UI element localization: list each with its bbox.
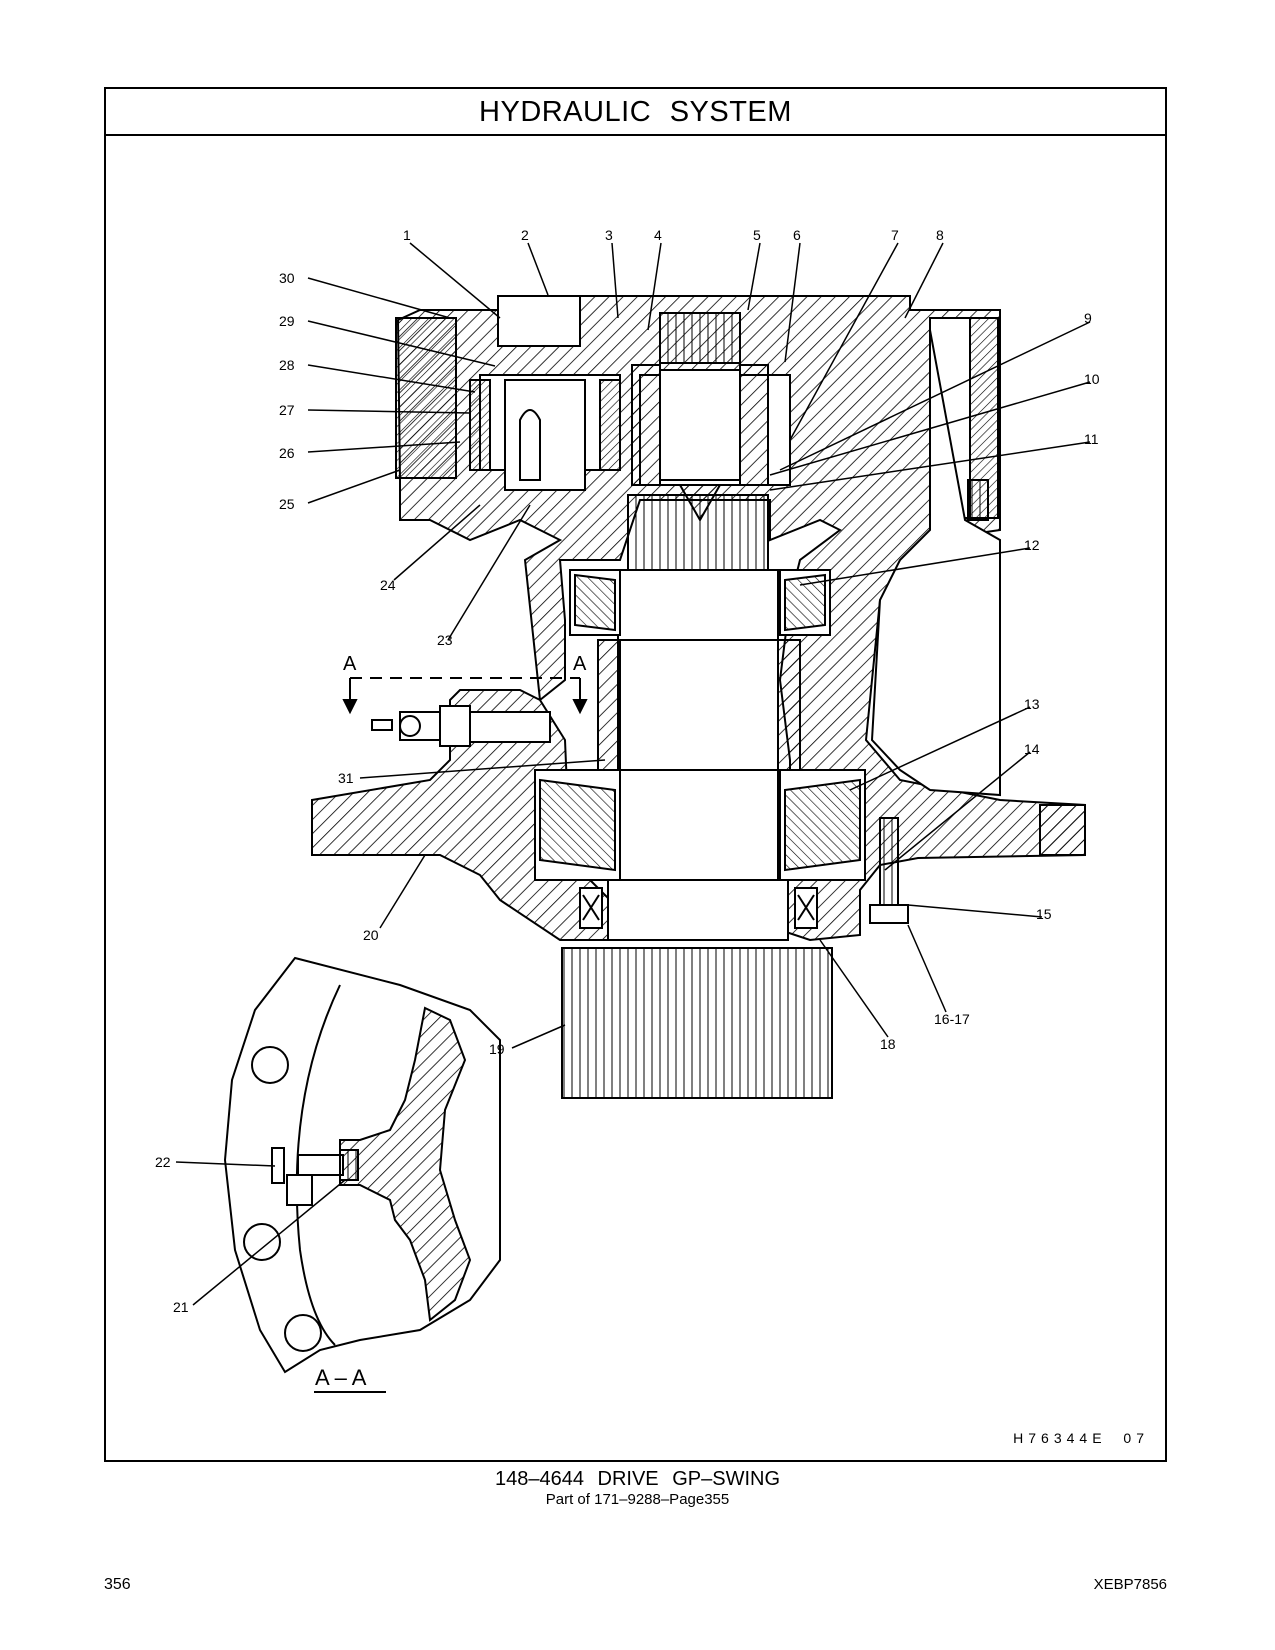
callout-16-17: 16-17 [934, 1011, 970, 1027]
callout-31: 31 [338, 770, 354, 786]
image-code: H76344E 07 [1013, 1430, 1149, 1446]
caption-subtitle: Part of 171–9288–Page355 [545, 1491, 730, 1508]
callout-30: 30 [279, 270, 295, 286]
page-number: 356 [104, 1576, 131, 1593]
callout-22: 22 [155, 1154, 171, 1170]
flange-bolt [869, 817, 909, 924]
callout-24: 24 [380, 577, 396, 593]
callout-labels: 1 2 3 4 5 6 7 8 9 10 11 12 13 14 15 16-1… [155, 227, 1100, 1315]
planet-gear [469, 379, 621, 491]
callout-27: 27 [279, 402, 295, 418]
callout-14: 14 [1024, 741, 1040, 757]
callout-29: 29 [279, 313, 295, 329]
section-a-a-label: A – A [315, 1365, 367, 1390]
callout-3: 3 [605, 227, 613, 243]
callout-5: 5 [753, 227, 761, 243]
callout-12: 12 [1024, 537, 1040, 553]
callout-19: 19 [489, 1041, 505, 1057]
diagram-frame: HYDRAULIC SYSTEM H76344E 07 [104, 87, 1167, 1462]
lower-bearing [534, 769, 866, 881]
callout-7: 7 [891, 227, 899, 243]
callout-8: 8 [936, 227, 944, 243]
section-a-a-cut-line [342, 677, 588, 715]
callout-4: 4 [654, 227, 662, 243]
callout-25: 25 [279, 496, 295, 512]
section-marker-left: A [343, 653, 357, 675]
callout-26: 26 [279, 445, 295, 461]
callout-15: 15 [1036, 906, 1052, 922]
drain-valve [371, 705, 551, 747]
callout-20: 20 [363, 927, 379, 943]
callout-13: 13 [1024, 696, 1040, 712]
pinion [561, 947, 833, 1099]
callout-11: 11 [1084, 431, 1099, 447]
document-code: XEBP7856 [1093, 1576, 1167, 1593]
callout-1: 1 [403, 227, 411, 243]
page-title: HYDRAULIC SYSTEM [479, 96, 792, 128]
section-a-a-detail [223, 956, 501, 1374]
title-bar: HYDRAULIC SYSTEM [106, 89, 1165, 136]
leader-lines [175, 242, 1091, 1306]
callout-21: 21 [173, 1299, 189, 1315]
caption-title: 148–4644 DRIVE GP–SWING [494, 1468, 780, 1490]
callout-6: 6 [793, 227, 801, 243]
seals [579, 887, 818, 929]
callout-2: 2 [521, 227, 529, 243]
output-shaft [597, 494, 801, 941]
callout-23: 23 [437, 632, 453, 648]
callout-28: 28 [279, 357, 295, 373]
callout-10: 10 [1084, 371, 1100, 387]
section-marker-right: A [573, 653, 587, 675]
callout-18: 18 [880, 1036, 896, 1052]
callout-9: 9 [1084, 310, 1092, 326]
